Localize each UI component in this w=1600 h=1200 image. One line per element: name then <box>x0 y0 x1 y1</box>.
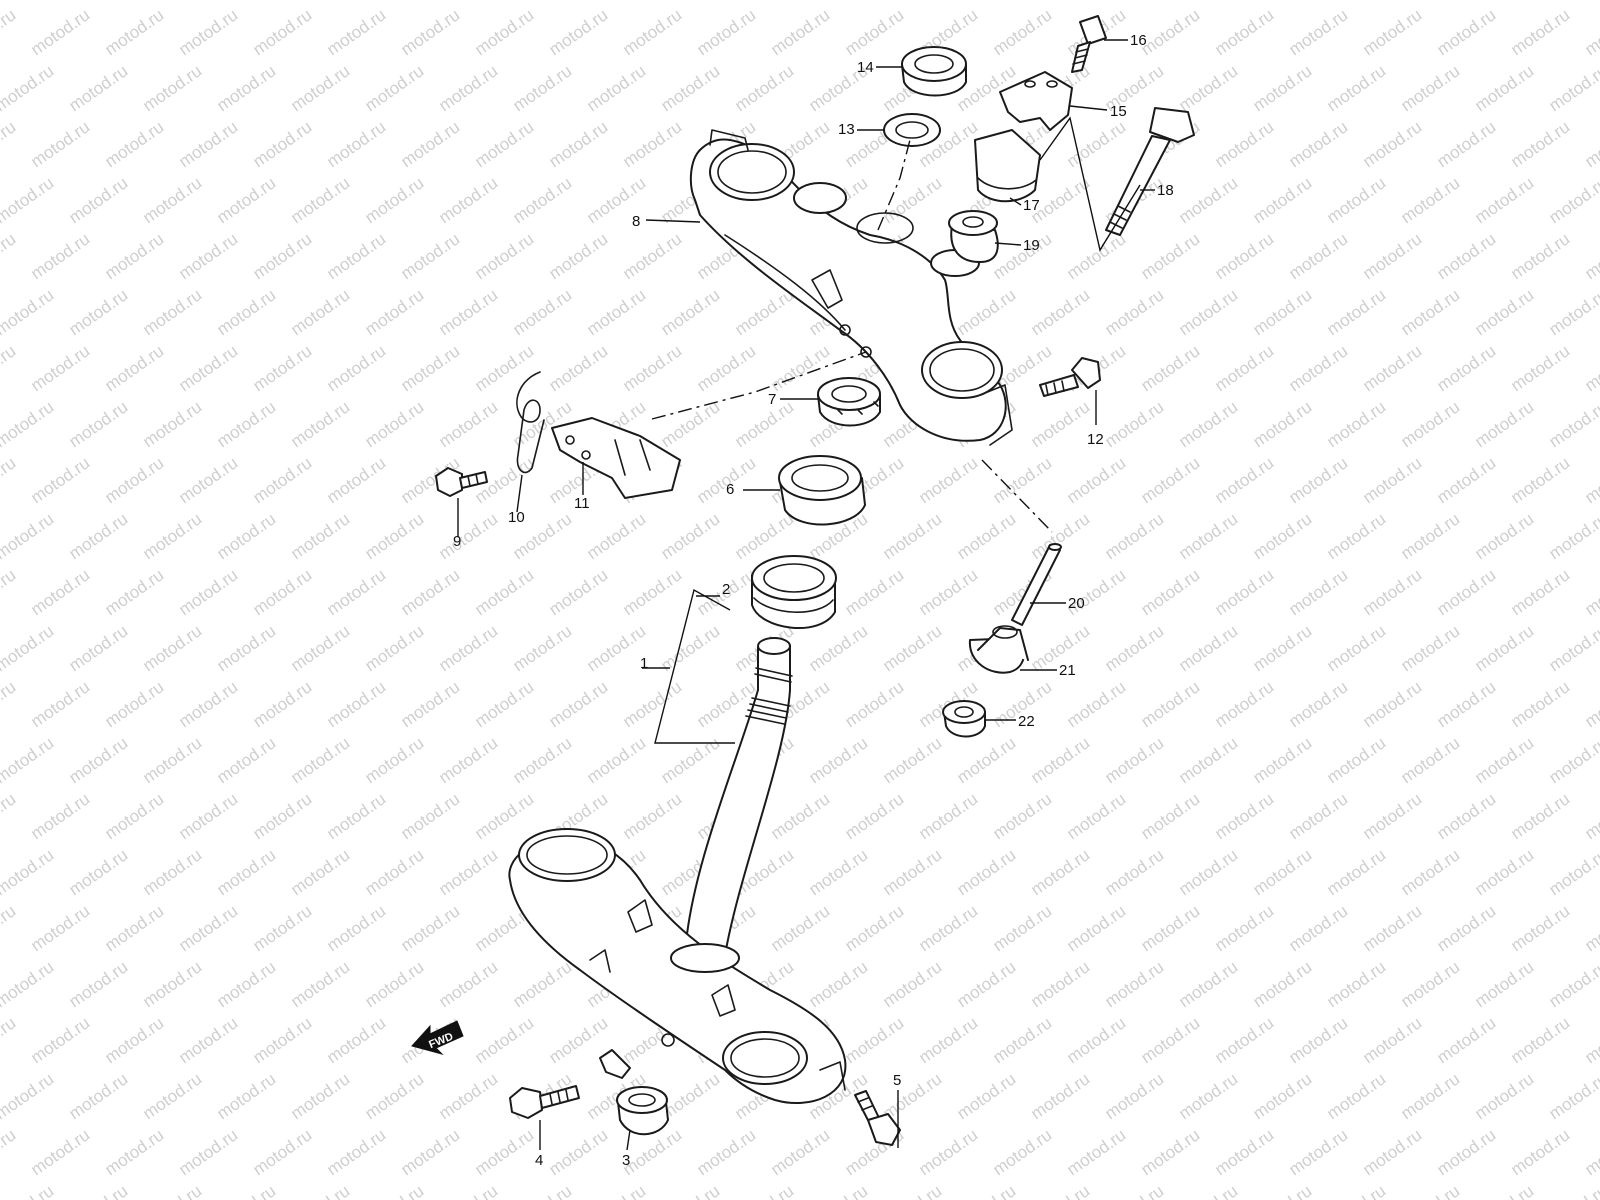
guide-bolt <box>435 467 488 497</box>
handlebar-holder-upper <box>999 71 1073 131</box>
callout-11: 11 <box>574 495 590 512</box>
assembly-lines <box>651 116 1141 533</box>
callout-14: 14 <box>857 59 874 76</box>
cable-guide <box>551 417 681 499</box>
clamp-bolt-lower-right <box>854 1090 901 1146</box>
callout-10: 10 <box>508 509 525 526</box>
callout-22: 22 <box>1018 713 1035 730</box>
handlebar-holder-lower <box>974 129 1041 203</box>
spring-clip <box>516 371 545 474</box>
lock-tab <box>599 1049 631 1079</box>
pin <box>1011 543 1062 626</box>
callout-19: 19 <box>1023 237 1040 254</box>
callout-3: 3 <box>622 1152 630 1169</box>
callout-16: 16 <box>1130 32 1147 49</box>
cushion-upper <box>948 210 999 263</box>
stem-nut <box>817 377 881 427</box>
callout-20: 20 <box>1068 595 1085 612</box>
callout-4: 4 <box>535 1152 543 1169</box>
callout-17: 17 <box>1023 197 1040 214</box>
steering-stem-lower-bracket <box>508 637 847 1105</box>
callout-labels: 1 2 3 4 5 6 7 8 9 10 11 12 13 14 15 16 1… <box>453 32 1174 1169</box>
callout-18: 18 <box>1157 182 1174 199</box>
callout-7: 7 <box>768 391 776 408</box>
stem-head-nut <box>901 46 967 97</box>
callout-2: 2 <box>722 581 730 598</box>
bearing-upper <box>751 555 837 629</box>
forward-direction-indicator: FWD <box>411 1020 464 1055</box>
clamp-bolt-lower-left <box>509 1085 580 1119</box>
upper-bracket <box>689 129 1013 446</box>
long-bolt <box>1105 107 1195 236</box>
callout-5: 5 <box>893 1072 901 1089</box>
bearing-lower <box>778 455 866 526</box>
leader-lines <box>457 39 1155 1151</box>
callout-13: 13 <box>838 121 855 138</box>
callout-8: 8 <box>632 213 640 230</box>
clamp-bolt-upper <box>1039 357 1101 397</box>
grommet <box>616 1086 669 1136</box>
cap-nut <box>942 700 986 738</box>
callout-12: 12 <box>1087 431 1104 448</box>
callout-15: 15 <box>1110 103 1127 120</box>
handlebar-holder-bolt <box>1071 15 1107 73</box>
cushion-lower <box>968 625 1029 674</box>
washer <box>883 113 941 147</box>
callout-21: 21 <box>1059 662 1076 679</box>
forward-arrow-icon <box>411 1020 464 1055</box>
callout-1: 1 <box>640 655 648 672</box>
callout-9: 9 <box>453 533 461 550</box>
callout-6: 6 <box>726 481 734 498</box>
